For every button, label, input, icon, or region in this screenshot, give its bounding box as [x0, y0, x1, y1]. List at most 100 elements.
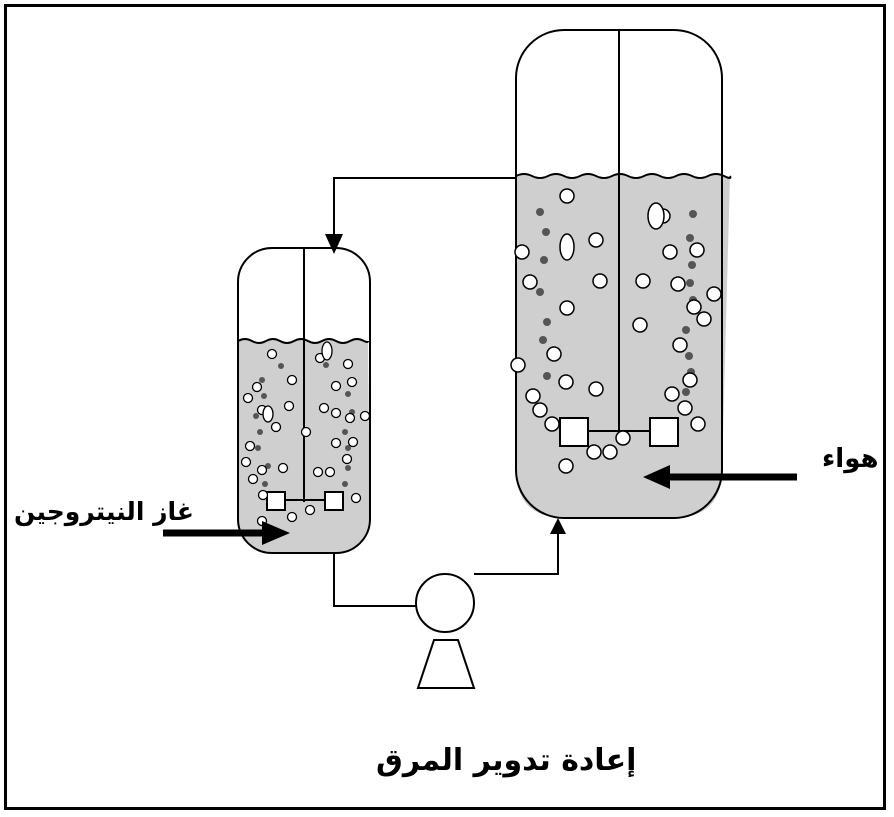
particle-dot: [543, 318, 551, 326]
gas-bubble: [304, 504, 316, 516]
anaerobic-impeller-blade-left: [266, 491, 286, 511]
transfer-line: [325, 177, 516, 254]
particle-dot: [261, 393, 267, 399]
gas-bubble: [341, 453, 353, 465]
gas-bubble: [632, 317, 648, 333]
gas-bubble: [602, 444, 618, 460]
gas-bubble: [346, 376, 358, 388]
gas-bubble: [588, 381, 604, 397]
aerobic-impeller-blade-right: [649, 417, 679, 447]
gas-bubble: [546, 346, 562, 362]
gas-bubble: [677, 400, 693, 416]
gas-bubble: [350, 492, 362, 504]
gas-bubble: [647, 202, 665, 230]
particle-dot: [345, 445, 351, 451]
gas-bubble: [247, 473, 259, 485]
gas-bubble: [559, 233, 575, 261]
particle-dot: [278, 363, 284, 369]
gas-bubble: [347, 436, 359, 448]
gas-bubble: [670, 276, 686, 292]
broth-recycle-label: إعادة تدوير المرق: [376, 743, 637, 778]
gas-bubble: [277, 462, 289, 474]
gas-bubble: [324, 466, 336, 478]
particle-dot: [345, 465, 351, 471]
gas-bubble: [559, 300, 575, 316]
gas-bubble: [686, 299, 702, 315]
gas-bubble: [330, 407, 342, 419]
particle-dot: [342, 481, 348, 487]
air-inlet-arrow: [643, 465, 797, 489]
aerobic-tank-liquid: [516, 174, 731, 518]
particle-dot: [540, 256, 548, 264]
transfer-arrowhead: [325, 234, 343, 254]
figure-frame: [4, 4, 886, 810]
gas-bubble: [359, 410, 371, 422]
particle-dot: [686, 234, 694, 242]
recycle-arrowhead: [550, 518, 566, 534]
gas-bubble: [286, 511, 298, 523]
gas-bubble: [558, 374, 574, 390]
gas-bubble: [592, 273, 608, 289]
gas-bubble: [286, 374, 298, 386]
particle-dot: [686, 279, 694, 287]
gas-bubble: [312, 466, 324, 478]
particle-dot: [323, 362, 329, 368]
gas-bubble: [266, 348, 278, 360]
air-label: هواء: [822, 444, 879, 474]
recycle-loop: [333, 518, 566, 689]
gas-bubble: [559, 188, 575, 204]
particle-dot: [539, 336, 547, 344]
gas-bubble: [256, 464, 268, 476]
particle-dot: [345, 391, 351, 397]
gas-bubble: [262, 405, 274, 423]
gas-bubble: [706, 286, 722, 302]
gas-bubble: [682, 372, 698, 388]
particle-dot: [257, 429, 263, 435]
particle-dot: [682, 388, 690, 396]
anaerobic-particles: [253, 362, 355, 487]
gas-bubble: [330, 380, 342, 392]
gas-bubble: [525, 388, 541, 404]
gas-bubble: [690, 416, 706, 432]
gas-bubble: [514, 244, 530, 260]
gas-bubble: [257, 489, 269, 501]
gas-bubble: [522, 274, 538, 290]
particle-dot: [542, 228, 550, 236]
gas-bubble: [662, 244, 678, 260]
anaerobic-tank: [237, 247, 371, 554]
gas-bubble: [330, 437, 342, 449]
particle-dot: [253, 413, 259, 419]
gas-bubble: [251, 381, 263, 393]
gas-bubble: [615, 430, 631, 446]
aerobic-impeller-blade-left: [559, 417, 589, 447]
nitrogen-gas-label: غاز النيتروجين: [14, 497, 194, 526]
gas-bubble: [635, 273, 651, 289]
gas-bubble: [510, 357, 526, 373]
particle-dot: [536, 288, 544, 296]
aerobic-tank-surface: [515, 173, 732, 179]
gas-bubble: [588, 232, 604, 248]
pump-icon: [415, 573, 475, 633]
particle-dot: [688, 261, 696, 269]
gas-bubble: [318, 402, 330, 414]
gas-bubble: [664, 386, 680, 402]
gas-bubble: [321, 341, 333, 361]
gas-bubble: [244, 440, 256, 452]
particle-dot: [682, 326, 690, 334]
gas-bubble: [300, 426, 312, 438]
gas-bubble: [544, 416, 560, 432]
gas-bubble: [342, 358, 354, 370]
particle-dot: [689, 210, 697, 218]
particle-dot: [685, 352, 693, 360]
particle-dot: [536, 208, 544, 216]
anaerobic-impeller-blade-right: [324, 491, 344, 511]
aerobic-tank: [510, 29, 732, 519]
gas-bubble: [672, 337, 688, 353]
gas-bubble: [242, 392, 254, 404]
particle-dot: [342, 429, 348, 435]
gas-bubble: [532, 402, 548, 418]
gas-bubble: [558, 458, 574, 474]
particle-dot: [262, 481, 268, 487]
gas-bubble: [586, 444, 602, 460]
particle-dot: [543, 372, 551, 380]
